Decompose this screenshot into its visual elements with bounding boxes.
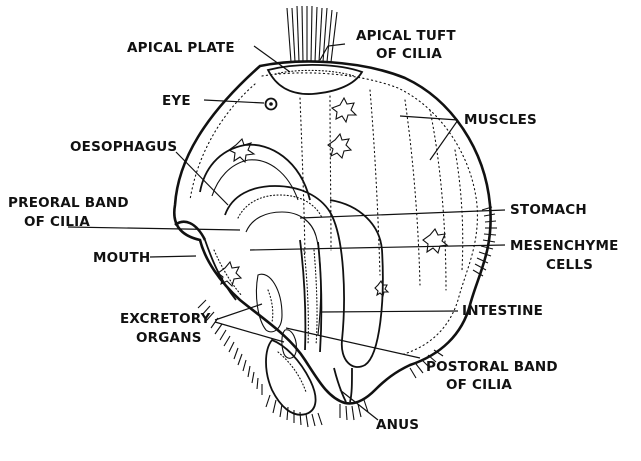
label-apical-tuft-2: OF CILIA: [376, 46, 442, 62]
label-eye: EYE: [162, 93, 191, 109]
label-apical-tuft-1: APICAL TUFT: [356, 28, 456, 44]
posterior-lobe: [266, 340, 316, 415]
label-muscles: MUSCLES: [464, 112, 537, 128]
apical-tuft: [287, 6, 337, 62]
muscles: [300, 90, 463, 290]
label-preoral-1: PREORAL BAND: [8, 195, 129, 211]
body-wall: [174, 62, 490, 404]
oesophagus: [200, 145, 310, 200]
label-postoral-2: OF CILIA: [446, 377, 512, 393]
label-stomach: STOMACH: [510, 202, 587, 218]
cilia-fringe-right: [473, 207, 497, 276]
apical-plate: [268, 65, 362, 94]
mesenchyme-cells: [218, 98, 447, 296]
eye: [266, 99, 277, 110]
label-apical-plate: APICAL PLATE: [127, 40, 235, 56]
label-excretory-2: ORGANS: [136, 330, 202, 346]
label-anus: ANUS: [376, 417, 419, 433]
label-mesenchyme-2: CELLS: [546, 257, 593, 273]
label-intestine: INTESTINE: [462, 303, 543, 319]
label-mesenchyme-1: MESENCHYME: [510, 238, 619, 254]
label-mouth: MOUTH: [93, 250, 150, 266]
label-postoral-1: POSTORAL BAND: [426, 359, 558, 375]
label-oesophagus: OESOPHAGUS: [70, 139, 177, 155]
label-excretory-1: EXCRETORY: [120, 311, 211, 327]
label-preoral-2: OF CILIA: [24, 214, 90, 230]
